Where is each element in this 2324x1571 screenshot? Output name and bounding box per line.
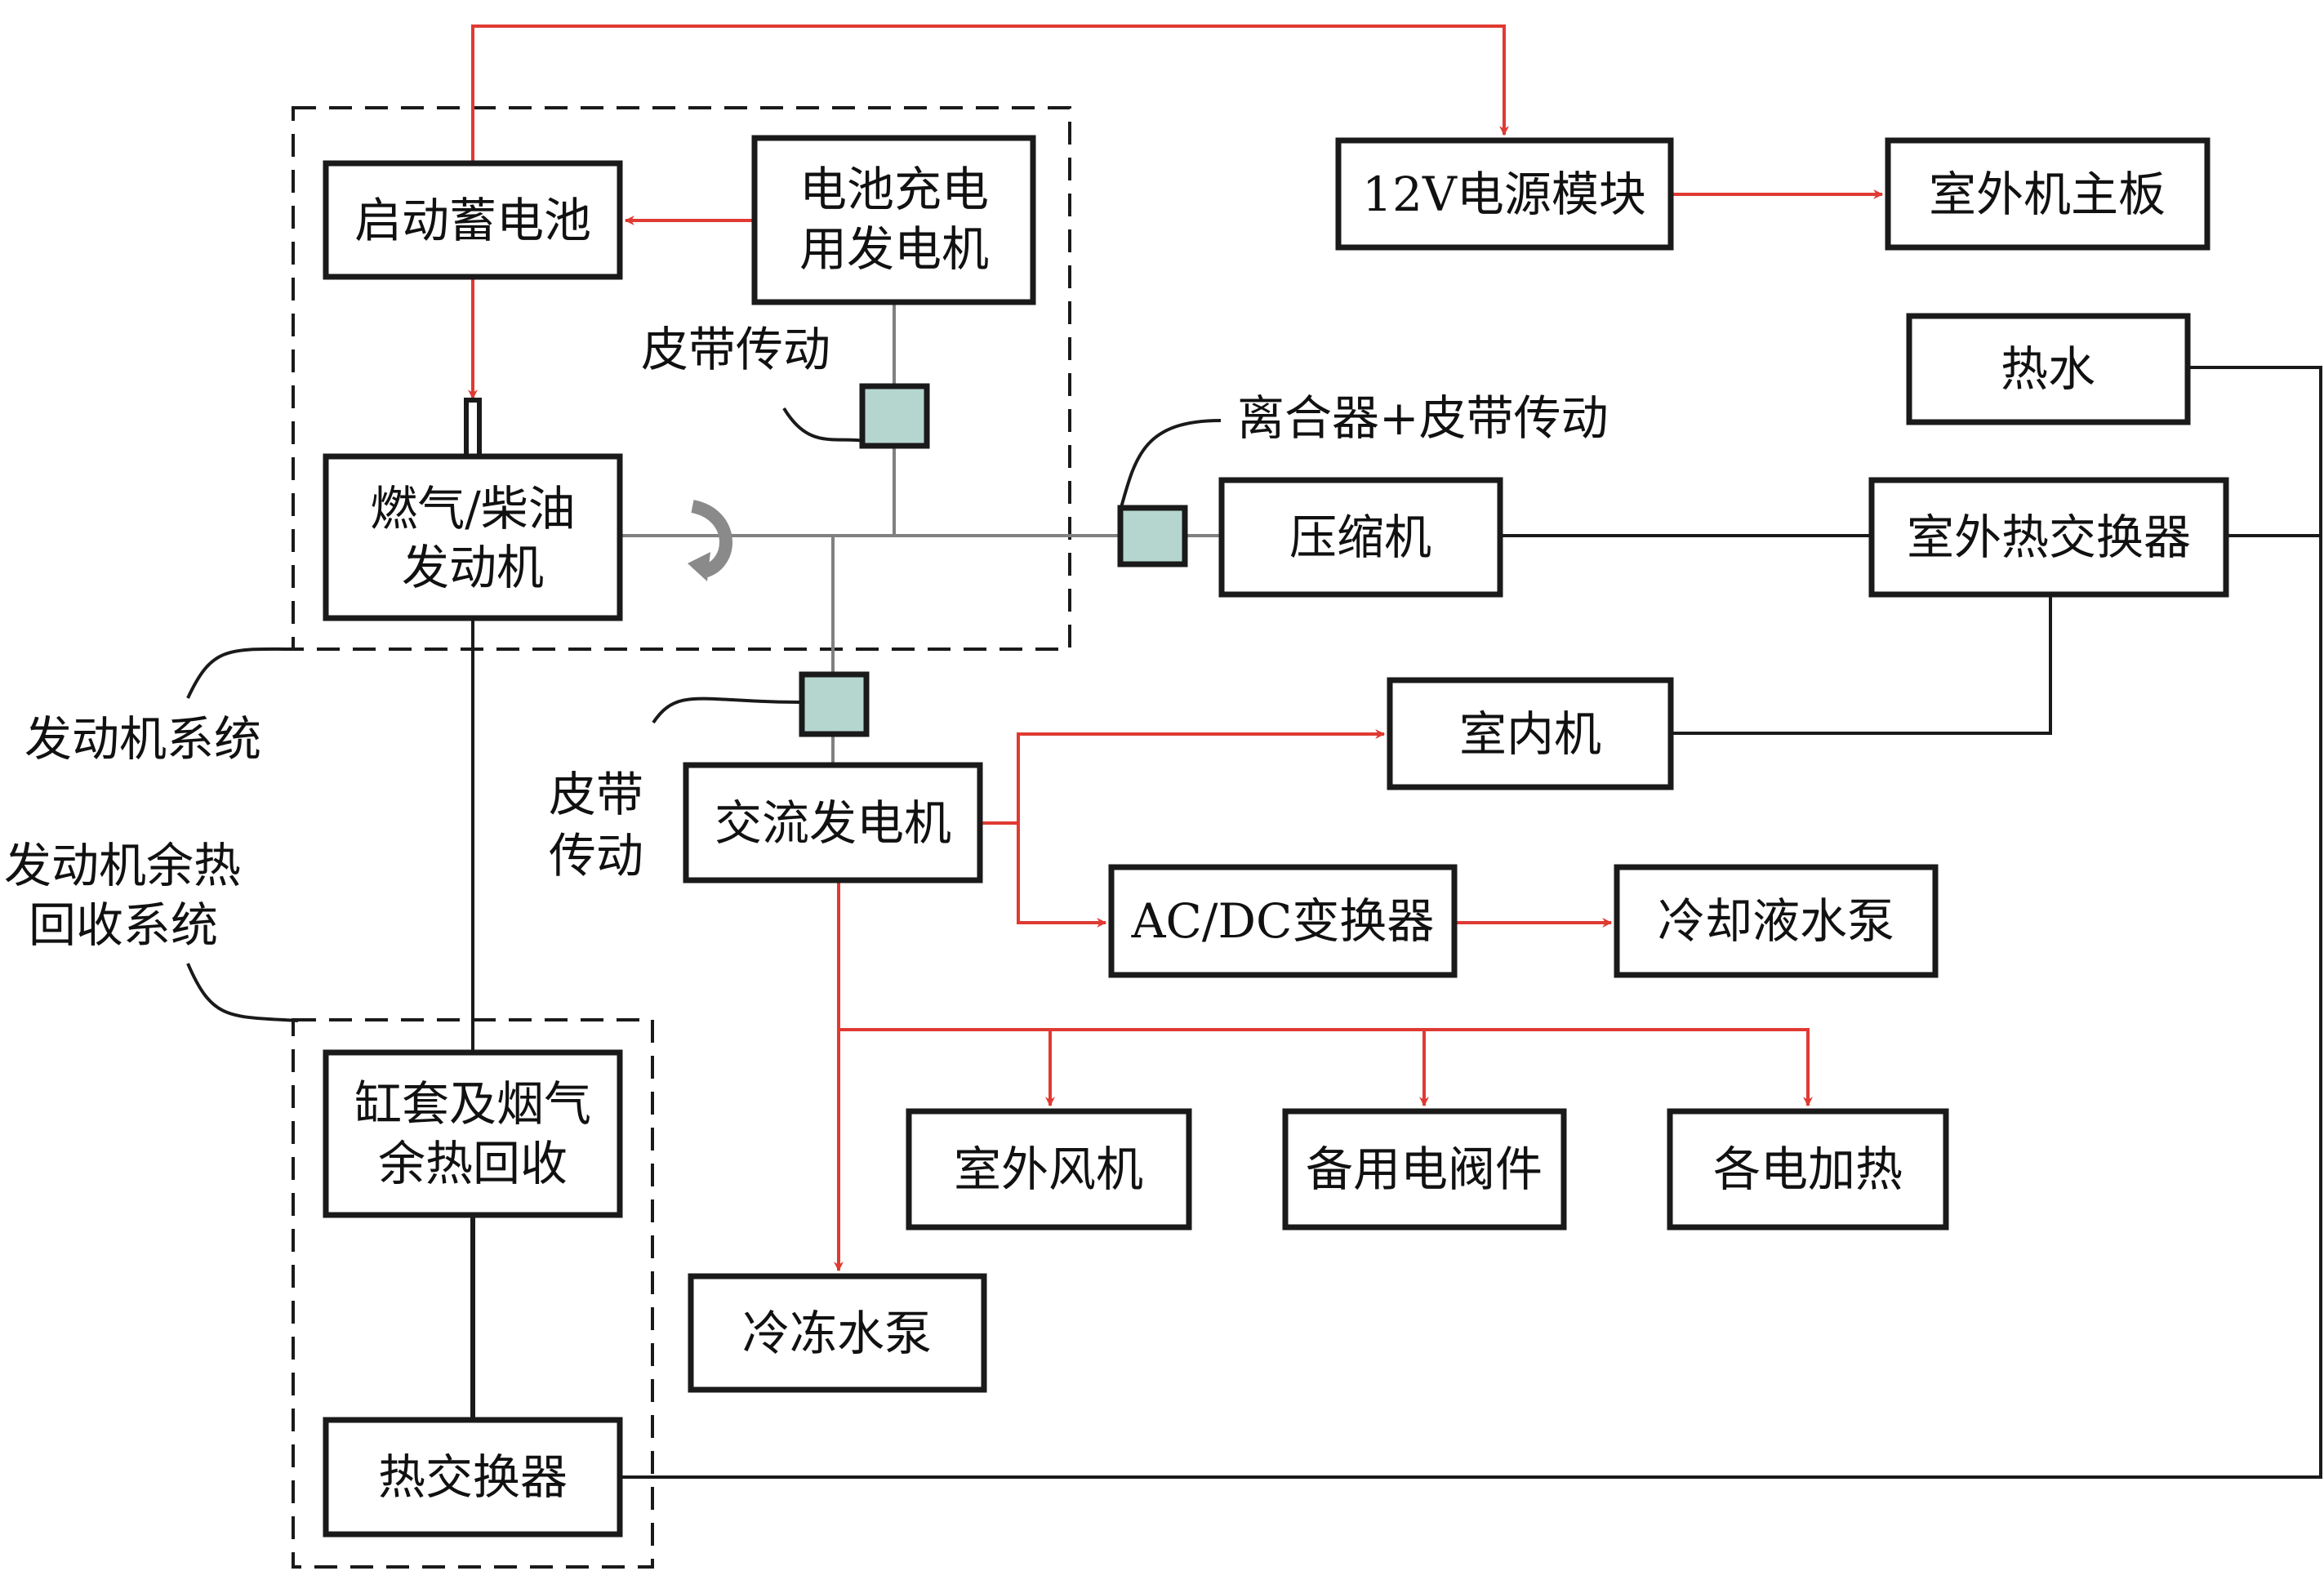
svg-text:用发电机: 用发电机 <box>799 221 989 277</box>
box-power-module: 12V电源模块 <box>1335 137 1674 251</box>
label-belt-drive-left-1: 皮带 <box>549 767 643 822</box>
svg-text:电池充电: 电池充电 <box>799 162 989 217</box>
leader-belt-top <box>782 407 866 443</box>
label-waste-heat-2: 回收系统 <box>29 897 218 953</box>
box-charging-generator: 电池充电 用发电机 <box>751 135 1036 305</box>
svg-text:燃气/柴油: 燃气/柴油 <box>370 481 576 536</box>
box-engine: 燃气/柴油 发动机 <box>323 453 623 621</box>
box-electric-heaters: 各电加热 <box>1667 1108 1949 1231</box>
svg-text:冷冻水泵: 冷冻水泵 <box>742 1306 932 1361</box>
label-waste-heat-1: 发动机余热 <box>4 838 241 893</box>
box-coolant-pump: 冷却液水泵 <box>1614 864 1939 978</box>
label-clutch-belt: 离合器+皮带传动 <box>1237 390 1609 446</box>
belt-coupling-bottom <box>799 671 870 737</box>
box-acdc-converter: AC/DC变换器 <box>1108 864 1458 978</box>
clutch-coupling <box>1117 505 1188 567</box>
box-heat-exchanger: 热交换器 <box>323 1417 623 1538</box>
box-chilled-water-pump: 冷冻水泵 <box>688 1273 987 1393</box>
battery-to-power-module-line <box>471 24 1509 163</box>
svg-text:备用电阀件: 备用电阀件 <box>1306 1142 1543 1197</box>
rotation-arrow-icon <box>690 500 732 578</box>
box-outdoor-mainboard: 室外机主板 <box>1885 137 2210 251</box>
box-indoor-unit: 室内机 <box>1387 677 1674 790</box>
pipe-lines <box>186 366 2322 1479</box>
box-hot-water: 热水 <box>1906 313 2191 425</box>
box-ac-generator: 交流发电机 <box>683 762 983 883</box>
box-outdoor-fan: 室外风机 <box>906 1108 1192 1231</box>
generator-bus-line <box>980 729 1386 825</box>
svg-text:压缩机: 压缩机 <box>1289 510 1431 565</box>
leader-belt-left <box>652 696 801 724</box>
svg-text:室外机主板: 室外机主板 <box>1929 167 2166 222</box>
svg-text:室外热交换器: 室外热交换器 <box>1907 510 2191 565</box>
label-belt-drive-top: 皮带传动 <box>641 322 830 377</box>
svg-text:余热回收: 余热回收 <box>378 1136 568 1191</box>
svg-text:热水: 热水 <box>2001 341 2095 397</box>
svg-text:缸套及烟气: 缸套及烟气 <box>354 1076 591 1132</box>
box-starter-battery: 启动蓄电池 <box>323 160 623 280</box>
engine-system-group <box>292 106 1071 651</box>
svg-text:室外风机: 室外风机 <box>954 1142 1143 1197</box>
load-bus-line <box>839 1028 1810 1106</box>
svg-text:交流发电机: 交流发电机 <box>715 795 951 851</box>
svg-text:启动蓄电池: 启动蓄电池 <box>354 193 591 248</box>
svg-text:冷却液水泵: 冷却液水泵 <box>1658 893 1894 949</box>
svg-text:热交换器: 热交换器 <box>378 1449 568 1505</box>
leader-waste-heat <box>186 963 299 1022</box>
box-spare-valves: 备用电阀件 <box>1282 1108 1567 1231</box>
shaft-lines <box>620 302 1222 765</box>
belt-coupling-top <box>859 383 930 449</box>
box-outdoor-heat-exchanger: 室外热交换器 <box>1868 477 2229 598</box>
svg-text:12V电源模块: 12V电源模块 <box>1362 167 1646 222</box>
box-waste-heat-recovery: 缸套及烟气 余热回收 <box>323 1049 623 1218</box>
power-lines <box>468 24 1884 1272</box>
starter-pinion <box>464 398 482 459</box>
box-compressor: 压缩机 <box>1218 477 1503 598</box>
generator-to-acdc-line <box>1017 823 1107 928</box>
leader-engine-system <box>186 647 299 699</box>
label-belt-drive-left-2: 传动 <box>549 828 643 883</box>
svg-text:发动机: 发动机 <box>402 540 544 595</box>
svg-text:AC/DC变换器: AC/DC变换器 <box>1131 893 1435 949</box>
label-engine-system: 发动机系统 <box>24 711 261 767</box>
leader-clutch <box>1119 419 1222 511</box>
svg-text:室内机: 室内机 <box>1459 706 1601 762</box>
svg-text:各电加热: 各电加热 <box>1713 1142 1903 1197</box>
